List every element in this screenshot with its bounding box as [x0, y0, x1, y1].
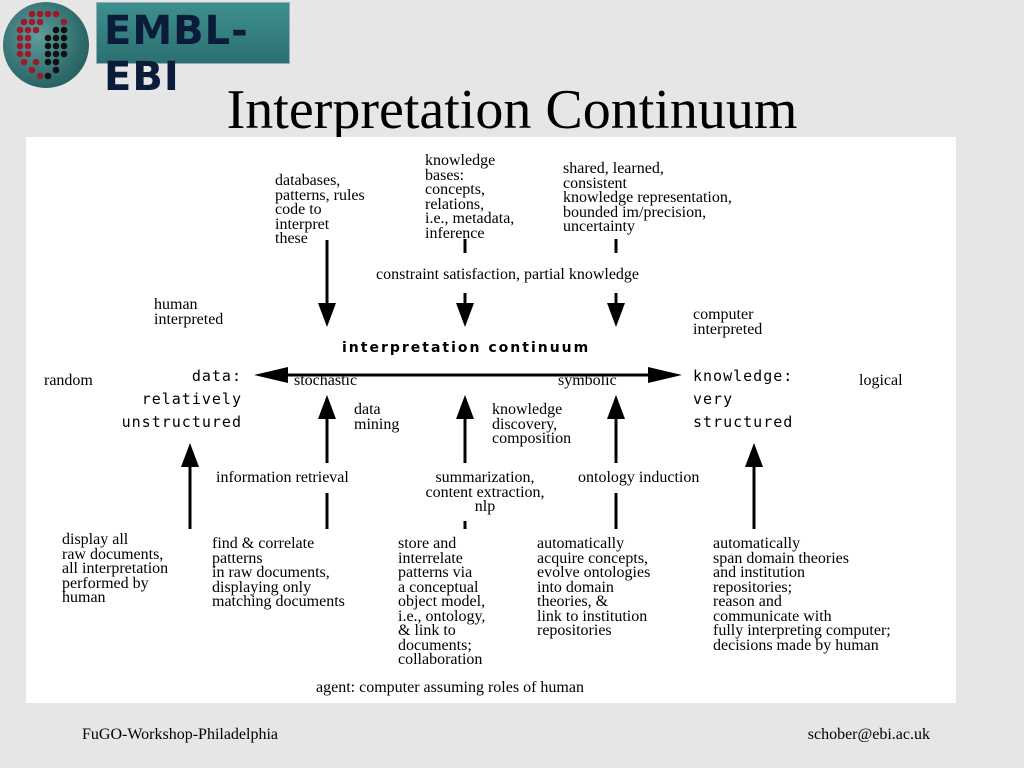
label-shared-learned: shared, learned, consistent knowledge re…: [563, 160, 732, 235]
label-ontology-induction: ontology induction: [578, 469, 700, 486]
label-databases-patterns: databases, patterns, rules code to inter…: [275, 172, 365, 247]
label-display-all: display all raw documents, all interpret…: [62, 531, 169, 606]
logo-text-box: [96, 2, 290, 64]
label-data-mining: data mining: [354, 401, 400, 433]
logo-text: EMBL-EBI: [104, 8, 249, 100]
continuum-arrowhead-right: [648, 367, 682, 383]
label-acquire-concepts: automatically acquire concepts, evolve o…: [537, 535, 651, 639]
embl-ebi-logo: EMBL-EBI: [0, 0, 290, 100]
label-interpretation-continuum: interpretation continuum: [342, 340, 591, 356]
label-knowledge-structured: knowledge: very structured: [693, 367, 794, 431]
label-find-correlate: find & correlate patterns in raw documen…: [212, 535, 345, 610]
diagram-arrows: [181, 239, 763, 529]
label-constraint-satisfaction: constraint satisfaction, partial knowled…: [376, 266, 640, 283]
label-knowledge-discovery: knowledge discovery, composition: [492, 401, 572, 447]
label-summarization: summarization, content extraction, nlp: [425, 469, 545, 515]
diagram-panel: databases, patterns, rules code to inter…: [26, 137, 956, 703]
label-logical: logical: [859, 372, 903, 389]
label-computer-interpreted: computer interpreted: [693, 306, 763, 338]
footer-right: schober@ebi.ac.uk: [807, 726, 930, 743]
label-human-interpreted: human interpreted: [154, 296, 224, 328]
label-knowledge-bases: knowledge bases: concepts, relations, i.…: [425, 152, 515, 242]
label-data-unstructured: data: relatively unstructured: [121, 367, 242, 431]
label-span-domain: automatically span domain theories and i…: [713, 535, 891, 654]
label-store-interrelate: store and interrelate patterns via a con…: [398, 535, 486, 668]
label-random: random: [44, 372, 93, 389]
label-stochastic: stochastic: [294, 372, 358, 389]
label-information-retrieval: information retrieval: [216, 469, 349, 486]
label-agent: agent: computer assuming roles of human: [316, 679, 584, 696]
slide-title: Interpretation Continuum: [226, 79, 798, 141]
label-symbolic: symbolic: [558, 372, 617, 389]
continuum-arrowhead-left: [254, 367, 288, 383]
logo-dots-icon: [16, 10, 68, 80]
footer-left: FuGO-Workshop-Philadelphia: [82, 726, 279, 743]
